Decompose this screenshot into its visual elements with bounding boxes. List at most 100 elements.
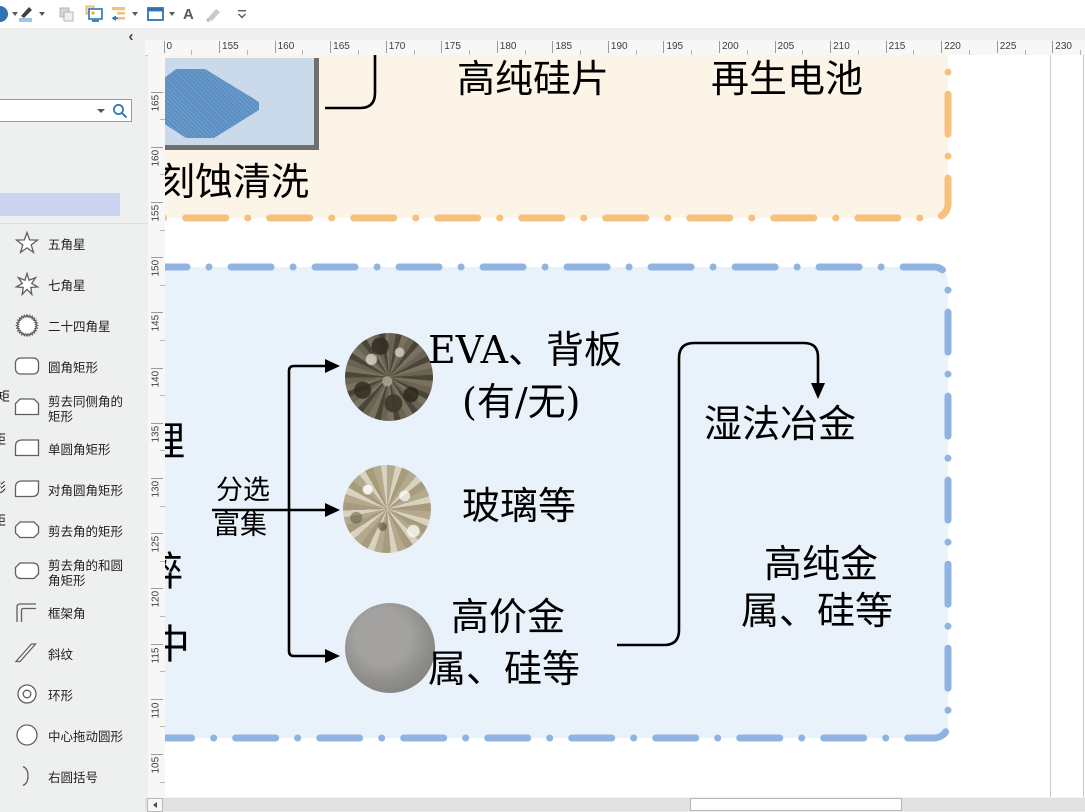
selected-stencil-row[interactable] — [0, 193, 120, 216]
shape-item-snipround[interactable]: 剪去角的和圆角矩形 — [0, 553, 148, 594]
shape-item-circle[interactable]: 中心拖动圆形 — [0, 717, 148, 758]
clipped-blue-button[interactable] — [0, 4, 18, 24]
shape-item-stripe[interactable]: 斜纹 — [0, 635, 148, 676]
label-wet-metallurgy[interactable]: 湿法冶金 — [704, 402, 857, 446]
chevron-down-icon[interactable] — [97, 108, 105, 113]
label-regenerated-cell[interactable]: 再生电池 — [711, 57, 864, 101]
ruler-minor-tick — [160, 229, 165, 231]
shape-item-framecorner[interactable]: 框架角 — [0, 594, 148, 635]
shape-item-star24[interactable]: 二十四角星 — [0, 307, 148, 348]
shape-item-star5[interactable]: 五角星 — [0, 225, 148, 266]
ruler-label: 145 — [150, 315, 162, 332]
horizontal-scrollbar[interactable] — [145, 797, 1085, 812]
brush-button[interactable] — [204, 4, 224, 24]
label-high-purity-metal[interactable]: 高纯金 — [764, 542, 879, 586]
ruler-label: 140 — [150, 370, 162, 387]
ruler-tick — [151, 698, 163, 700]
orange-container-box[interactable] — [165, 55, 952, 222]
label-high-value-metal-line2[interactable]: 属、硅等 — [428, 647, 581, 691]
shape-item-snipsame[interactable]: 剪去同侧角的矩形 — [0, 389, 148, 430]
arrowhead — [325, 649, 340, 663]
divider — [0, 223, 148, 224]
clipped-shape-label: 矩 — [0, 389, 11, 404]
label-etch-clean[interactable]: 刻蚀清洗 — [165, 160, 310, 204]
clipped-process-label: 中 — [165, 622, 190, 668]
label-sorting[interactable]: 分选 — [216, 475, 270, 506]
ruler-label: 220 — [944, 41, 961, 52]
label-glass[interactable]: 玻璃等 — [462, 484, 577, 528]
photo-eva-backsheet[interactable] — [345, 333, 433, 421]
ruler-tick — [151, 533, 163, 535]
qat-overflow-button[interactable] — [236, 4, 248, 24]
shape-item-star7[interactable]: 七角星 — [0, 266, 148, 307]
ruler-label: 175 — [444, 41, 461, 52]
shape-search-box[interactable] — [0, 99, 132, 122]
ruler-label: 115 — [150, 647, 162, 663]
ruler-label: 150 — [150, 259, 162, 277]
ink-pen-button[interactable] — [17, 4, 45, 24]
shape-item-label: 对角圆角矩形 — [48, 484, 124, 498]
ruler-minor-tick — [580, 50, 582, 55]
ruler-tick — [151, 588, 163, 590]
ruler-tick — [441, 41, 443, 53]
shape-item-round1[interactable]: 单圆角矩形 — [0, 430, 148, 471]
quick-access-toolbar: A — [0, 0, 1085, 28]
label-high-purity-metal-line2[interactable]: 属、硅等 — [741, 589, 894, 633]
label-enrichment[interactable]: 富集 — [213, 510, 267, 541]
star5-icon — [13, 230, 43, 260]
search-icon[interactable] — [111, 102, 129, 120]
screen-snapshot-button[interactable] — [84, 4, 104, 24]
pane-button[interactable] — [146, 4, 175, 24]
shape-item-label: 斜纹 — [48, 648, 74, 662]
ruler-label: 125 — [150, 535, 162, 553]
label-high-value-metal[interactable]: 高价金 — [451, 595, 566, 639]
shape-search-input[interactable] — [0, 101, 95, 120]
shape-item-roundrect[interactable]: 圆角矩形 — [0, 348, 148, 389]
ruler-minor-tick — [913, 50, 915, 55]
font-a-icon: A — [183, 5, 194, 23]
shape-item-snip[interactable]: 剪去角的矩形 — [0, 512, 148, 553]
ruler-minor-tick — [160, 505, 165, 507]
drawing-canvas[interactable]: 刻蚀清洗 高纯硅片 再生电池 EVA、背板 (有/无) 玻璃等 高价金 属、硅等… — [165, 55, 1085, 797]
chevron-down-icon — [132, 12, 138, 16]
round1-icon — [13, 436, 43, 465]
copy-button[interactable] — [57, 4, 75, 24]
wafer-image-frame[interactable] — [165, 58, 319, 150]
ruler-minor-tick — [160, 284, 165, 286]
shape-item-label: 框架角 — [48, 607, 86, 621]
shape-item-label: 环形 — [48, 689, 74, 703]
label-high-purity-wafer[interactable]: 高纯硅片 — [457, 57, 610, 101]
photo-glass-cullet[interactable] — [343, 465, 431, 553]
chevron-down-icon — [169, 12, 175, 16]
scrollbar-thumb[interactable] — [690, 798, 902, 811]
connector-wet-metallurgy[interactable] — [617, 341, 820, 647]
ruler-label: 160 — [150, 149, 162, 167]
arrowhead — [811, 383, 825, 399]
connector-wafer-top[interactable] — [325, 55, 377, 110]
star24-icon — [13, 313, 43, 342]
indent-arrow-icon — [110, 5, 128, 23]
indent-list-button[interactable] — [110, 4, 138, 24]
ruler-label: 225 — [999, 41, 1017, 52]
snip-icon — [13, 518, 43, 547]
clipped-shape-label: 矩 — [0, 429, 6, 448]
font-button[interactable]: A — [183, 4, 194, 24]
label-eva-backsheet-line2[interactable]: (有/无) — [462, 380, 581, 424]
shapes-panel: 五角星 七角星 二十四角星 圆角矩形 剪去同侧角的矩形 单圆角矩形 对角圆角矩形… — [0, 28, 148, 810]
ruler-tick — [1052, 41, 1054, 53]
collapse-panel-button[interactable]: ‹ — [128, 28, 134, 45]
ruler-minor-tick — [160, 671, 165, 673]
ruler-label: 160 — [277, 41, 295, 52]
ruler-label: 155 — [222, 41, 239, 52]
shape-item-rparen[interactable]: 右圆括号 — [0, 758, 148, 799]
label-eva-backsheet[interactable]: EVA、背板 — [428, 328, 623, 372]
silicon-wafer-shape[interactable] — [165, 69, 259, 138]
shape-item-ring[interactable]: 环形 — [0, 676, 148, 717]
shape-item-rounddiag[interactable]: 对角圆角矩形 — [0, 471, 148, 512]
ruler-minor-tick — [691, 50, 693, 55]
ruler-minor-tick — [160, 615, 165, 617]
photo-metal-silicon-powder[interactable] — [345, 603, 435, 693]
roundrect-icon — [13, 354, 43, 383]
ruler-tick — [151, 643, 163, 645]
page-edge-line — [1050, 55, 1051, 797]
